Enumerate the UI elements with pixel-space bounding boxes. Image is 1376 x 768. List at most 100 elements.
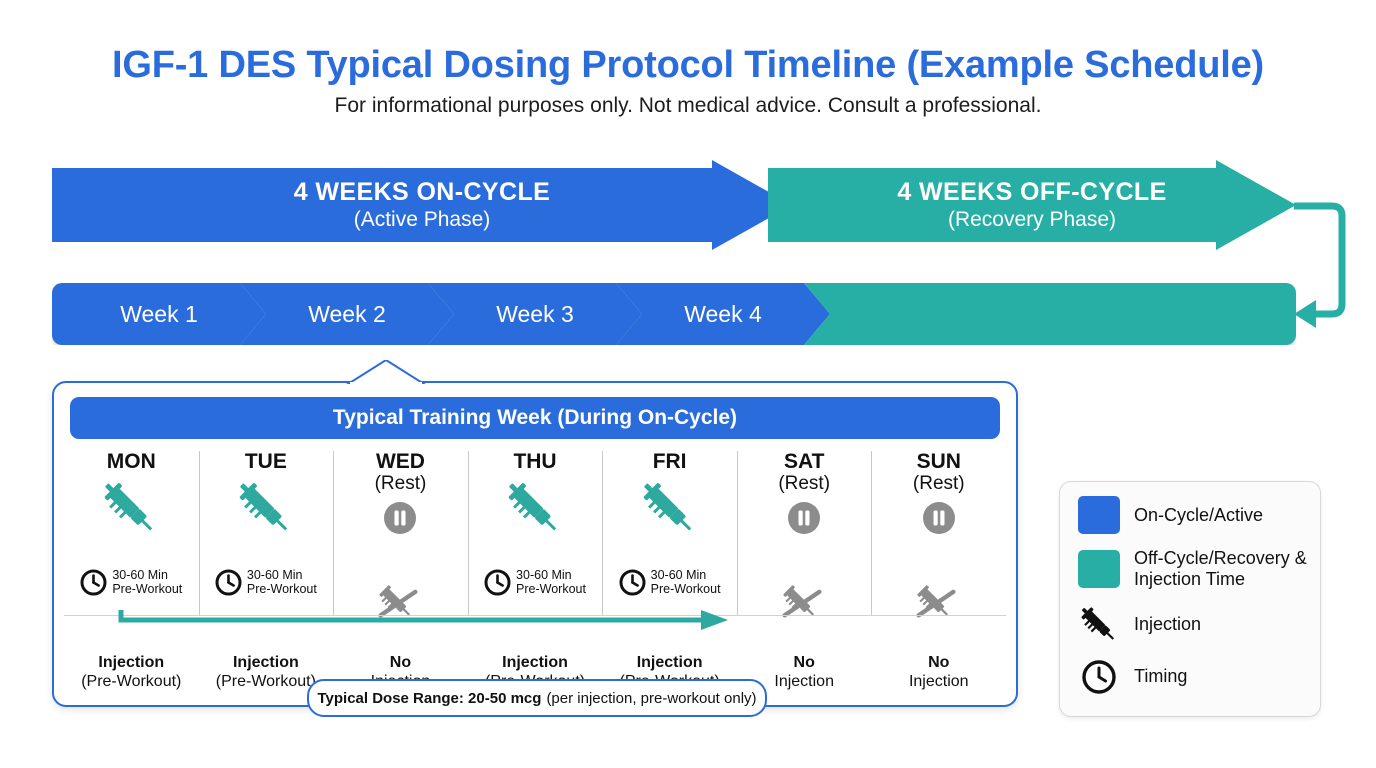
no-injection-icon [782,584,822,617]
day-name-wed: WED [375,450,425,473]
legend-icon-slot-injection [1078,606,1120,644]
pause-icon [922,501,955,534]
dose-range-badge: Typical Dose Range: 20-50 mcg (per injec… [307,679,767,717]
legend-label-timing: Timing [1134,666,1188,687]
pause-icon [788,501,821,534]
phase-arrow-on-cycle: 4 WEEKS ON-CYCLE (Active Phase) [52,160,792,250]
week-chevron-2[interactable]: Week 2 [240,283,454,345]
day-timing-line2-tue: Pre-Workout [246,582,317,597]
legend-label-off-cycle: Off-Cycle/Recovery & Injection Time [1134,548,1307,589]
syringe-icon [239,483,288,531]
day-status-sub-sat: Injection [774,672,834,690]
phase-arrow-off-cycle: 4 WEEKS OFF-CYCLE (Recovery Phase) [768,160,1296,250]
week-chevron-4[interactable]: Week 4 [616,283,830,345]
day-column-sun[interactable]: SUN (Rest) [871,449,1006,693]
day-name-tue: TUE [244,450,287,473]
day-name-sat: SAT [783,450,825,473]
dose-range-normal: (per injection, pre-workout only) [546,689,757,707]
day-timing-text-thu: 30-60 Min Pre-Workout [516,568,586,596]
day-timing-line1-mon: 30-60 Min [112,568,168,583]
day-timing-line2-fri: Pre-Workout [650,582,721,597]
day-icon-slot-tue [239,473,293,565]
day-status-main-tue: Injection [232,653,299,671]
day-status-main-mon: Injection [98,653,165,671]
day-timing-text-tue: 30-60 Min Pre-Workout [247,568,317,596]
day-timing-line1-tue: 30-60 Min [246,568,303,583]
day-timing-text-fri: 30-60 Min Pre-Workout [651,568,721,596]
day-icon-slot-mon [104,473,158,565]
panel-title-bar: Typical Training Week (During On-Cycle) [70,397,1000,439]
day-timing-thu: 30-60 Min Pre-Workout [484,565,586,599]
day-status-main-sat: No [793,653,815,671]
legend-item-off-cycle: Off-Cycle/Recovery & Injection Time [1060,548,1320,590]
week-chevron-1-label: Week 1 [120,300,198,327]
dose-range-bold: Typical Dose Range: 20-50 mcg [317,689,542,707]
day-column-wed[interactable]: WED (Rest) [333,449,468,693]
day-name-fri: FRI [652,450,687,473]
day-timing-text-mon: 30-60 Min Pre-Workout [112,568,182,596]
day-status-main-fri: Injection [636,653,703,671]
day-rest-tag-sun: (Rest) [912,473,965,495]
clock-icon [484,569,511,596]
panel-title: Typical Training Week (During On-Cycle) [332,406,738,429]
legend-label-injection: Injection [1134,614,1202,635]
day-timing-line2-thu: Pre-Workout [516,582,586,597]
syringe-icon [508,483,557,531]
day-name-thu: THU [513,450,557,473]
no-injection-icon [916,584,956,617]
day-status-sub-tue: (Pre-Workout) [215,672,316,690]
day-status-mon: Injection (Pre-Workout) [64,653,199,691]
page-subtitle: For informational purposes only. Not med… [334,94,1042,117]
day-status-main-thu: Injection [502,653,568,671]
day-status-main-wed: No [389,653,412,671]
phase-on-title: 4 WEEKS ON-CYCLE [293,178,551,207]
day-timing-wed [372,584,429,621]
day-status-main-sun: No [928,653,950,671]
legend-icon-slot-timing [1078,658,1120,696]
day-status-sat: No Injection [737,653,872,691]
cycle-repeat-arrow-icon [1294,202,1346,328]
day-timing-line1-thu: 30-60 Min [516,568,572,583]
day-status-divider [64,615,1006,616]
day-timing-sun [910,584,967,621]
day-icon-slot-sun [922,495,956,587]
day-timing-tue: 30-60 Min Pre-Workout [215,565,317,599]
teal-swatch-icon [1078,550,1120,588]
training-week-panel: Typical Training Week (During On-Cycle) … [52,360,1018,707]
phase-on-subtitle: (Active Phase) [353,207,491,231]
clock-icon [215,569,242,596]
legend-box: On-Cycle/Active Off-Cycle/Recovery & Inj… [1059,481,1321,717]
no-injection-icon [378,584,418,617]
day-status-sub-mon: (Pre-Workout) [81,672,182,690]
week-chevron-3[interactable]: Week 3 [428,283,642,345]
legend-label-on-cycle: On-Cycle/Active [1134,504,1264,525]
legend-item-injection: Injection [1060,606,1320,644]
day-column-fri[interactable]: FRI [602,449,737,693]
phase-off-subtitle: (Recovery Phase) [947,207,1117,231]
blue-swatch-icon [1078,496,1120,534]
day-icon-slot-wed [383,495,417,587]
day-rest-tag-wed: (Rest) [374,473,427,495]
week-chevron-1[interactable]: Week 1 [52,283,266,345]
day-timing-fri: 30-60 Min Pre-Workout [619,565,721,599]
clock-icon [619,569,646,596]
syringe-icon [1081,607,1115,640]
day-column-sat[interactable]: SAT (Rest) [736,449,872,693]
day-columns: MON [64,449,1006,693]
day-column-tue[interactable]: TUE [198,449,334,693]
syringe-icon [105,483,153,531]
day-icon-slot-fri [643,473,697,565]
day-column-mon[interactable]: MON [64,449,199,693]
syringe-icon [643,483,691,531]
day-status-sun: No Injection [871,653,1006,691]
legend-item-timing: Timing [1060,658,1320,696]
clock-icon [80,569,107,596]
day-column-thu[interactable]: THU [467,449,603,693]
day-status-sub-sun: Injection [908,672,969,690]
week-chevron-row: Week 1 Week 2 Week 3 Week 4 [52,283,1296,345]
day-timing-mon: 30-60 Min Pre-Workout [80,565,182,599]
day-name-sun: SUN [916,450,961,473]
week-chevron-3-label: Week 3 [496,300,574,327]
pause-icon [384,501,417,534]
